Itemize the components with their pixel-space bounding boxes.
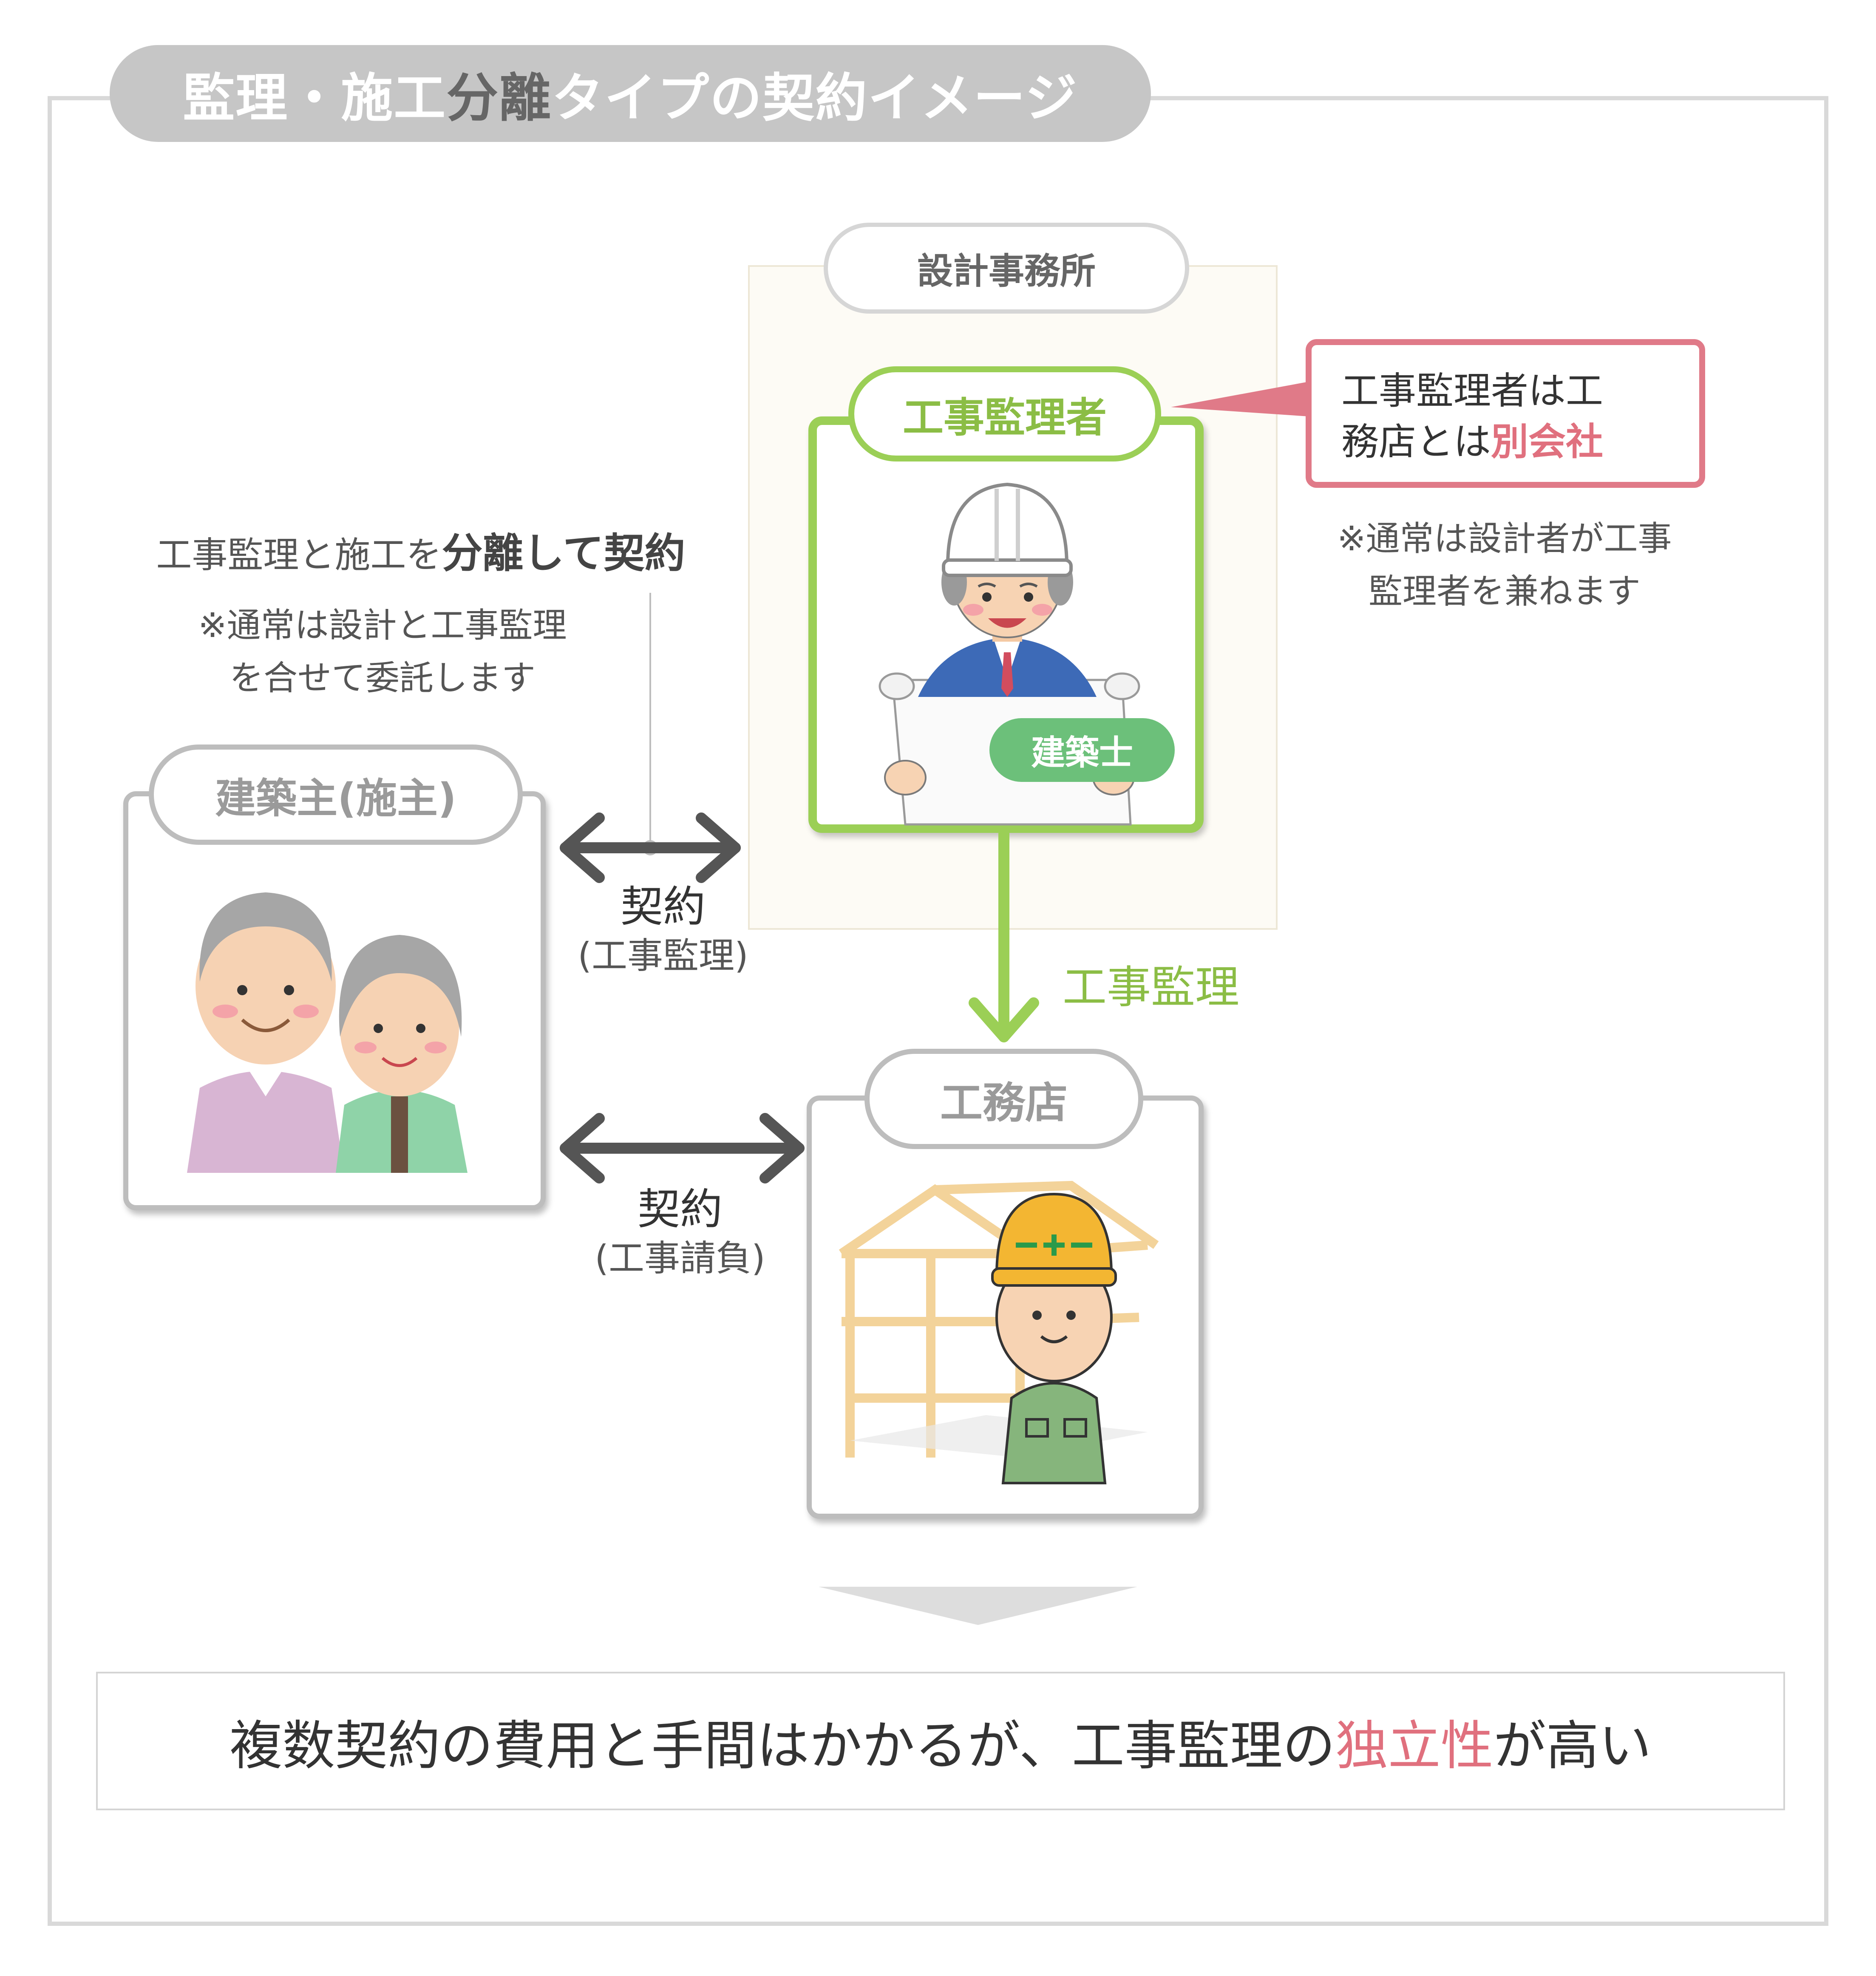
result-suffix: が高い <box>1493 1716 1652 1777</box>
callout-line2-prefix: 務店とは <box>1341 420 1491 464</box>
callout-note-line1: ※通常は設計者が工事 <box>1337 519 1672 558</box>
supervision-flow-label: 工事監理 <box>1063 961 1240 1013</box>
title-part1: 監理・施工 <box>183 68 447 128</box>
client-couple-illustration <box>187 892 468 1173</box>
callout-note: ※通常は設計者が工事 監理者を兼ねます <box>1292 512 1717 618</box>
callout-line1: 工事監理者は工 <box>1341 369 1604 413</box>
contract-construction-label: 契約 (工事請負) <box>561 1184 799 1282</box>
contract-supervision-arrow <box>560 812 741 883</box>
architect-badge: 建築士 <box>989 718 1175 782</box>
title-emphasis: 分離 <box>446 68 552 128</box>
page-title: 監理・施工分離タイプの契約イメージ <box>110 45 1151 142</box>
callout-box: 工事監理者は工 務店とは別会社 <box>1306 339 1705 488</box>
separation-note: ※通常は設計と工事監理 を合せて委託します <box>128 599 638 705</box>
contractor-label: 工務店 <box>864 1049 1143 1149</box>
contract-construction-title: 契約 <box>638 1184 723 1234</box>
supervision-flow-arrow <box>969 828 1039 1042</box>
design-office-label: 設計事務所 <box>824 223 1189 314</box>
title-part2: タイプの契約イメージ <box>552 68 1078 128</box>
callout-emphasis: 別会社 <box>1491 420 1604 464</box>
contract-supervision-title: 契約 <box>621 882 706 931</box>
separation-prefix: 工事監理と施工を <box>156 534 442 576</box>
down-arrow-icon <box>819 1587 1137 1625</box>
separation-emphasis: 分離して契約 <box>442 529 686 577</box>
contractor-illustration <box>839 1181 1159 1484</box>
callout-note-line2: 監理者を兼ねます <box>1369 572 1641 611</box>
result-summary: 複数契約の費用と手間はかかるが、工事監理の独立性が高い <box>96 1672 1785 1810</box>
contract-supervision-detail: (工事監理) <box>578 935 748 977</box>
result-emphasis: 独立性 <box>1335 1716 1493 1777</box>
separation-note-line2: を合せて委託します <box>230 658 536 698</box>
result-prefix: 複数契約の費用と手間はかかるが、工事監理の <box>230 1716 1335 1777</box>
contract-construction-arrow <box>560 1113 805 1183</box>
contract-construction-detail: (工事請負) <box>595 1237 765 1279</box>
contract-supervision-label: 契約 (工事監理) <box>544 881 782 979</box>
callout-line2: 務店とは別会社 <box>1341 416 1669 467</box>
supervisor-label: 工事監理者 <box>848 366 1161 461</box>
separation-heading: 工事監理と施工を分離して契約 <box>102 527 740 581</box>
client-label: 建築主(施主) <box>149 745 523 845</box>
separation-note-line1: ※通常は設計と工事監理 <box>198 606 567 645</box>
